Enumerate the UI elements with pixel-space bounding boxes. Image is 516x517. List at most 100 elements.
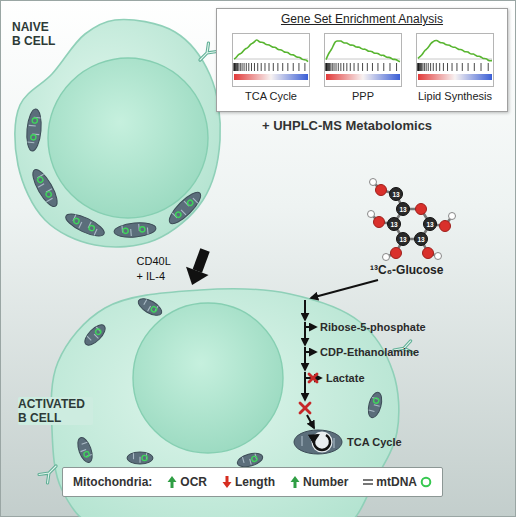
mitochondrion-part: [45, 191, 52, 198]
mitochondrion-part: [139, 457, 140, 463]
enrichment-plot-figure-part: [418, 63, 419, 71]
enrichment-plot: Lipid Synthesis: [411, 33, 499, 103]
hydrogen-atoms-part: [449, 213, 456, 220]
mitochondrion-part: [369, 410, 375, 412]
b-cell: NAIVE B CELL: [10, 18, 222, 250]
cell-name: NAIVE B CELL: [12, 20, 59, 48]
isotope-label: 13: [414, 235, 428, 244]
legend-entry: OCR: [167, 475, 207, 489]
mitochondrion-part: [123, 228, 129, 234]
mitochondrion: [165, 188, 205, 228]
enrichment-plot-figure-part: [447, 63, 448, 71]
enrichment-plot-figure-part: [340, 63, 341, 71]
gene-set-name: PPP: [319, 90, 407, 103]
enrichment-plot: TCA Cycle: [227, 33, 315, 103]
receptor-symbol-part: [196, 43, 217, 64]
enrichment-plot-figure-part: [418, 74, 492, 80]
enrichment-plot-figure-part: [420, 63, 421, 71]
mitochondrion: [75, 436, 95, 465]
enrichment-plot-figure-part: [418, 63, 419, 71]
pathway-arrows-part: [304, 300, 306, 320]
oxygen-atoms-part: [423, 248, 434, 259]
enrichment-plot-figure: [324, 33, 402, 87]
enrichment-plot-figure-part: [358, 63, 359, 71]
mitochondrion-part: [251, 456, 257, 462]
enrichment-plot-figure-part: [372, 63, 373, 71]
method-note: + UHPLC-MS Metabolomics: [262, 118, 432, 134]
tca-mitochondrion-part: [312, 432, 333, 453]
mtdna-symbol: [420, 476, 432, 488]
mitochondrion-part: [46, 198, 52, 202]
mitochondrion: [28, 166, 61, 209]
enrichment-plot-figure-part: [332, 63, 333, 71]
legend-entry: Number: [290, 475, 348, 489]
increase-arrow-part: [291, 476, 300, 488]
mitochondrion-part: [82, 442, 88, 444]
enrichment-plot-figure-part: [234, 63, 235, 71]
mitochondrion-part: [374, 405, 380, 407]
enrichment-plot-figure-part: [336, 63, 337, 71]
legend-entry: Length: [222, 475, 275, 489]
activation-arrow-part: [186, 267, 209, 285]
enrichment-plot-figure-part: [327, 63, 328, 71]
enrichment-plot-figure-part: [367, 63, 368, 71]
enrichment-plot-figure-part: [304, 63, 305, 71]
mitochondrion-part: [187, 199, 194, 206]
increase-arrow-part: [168, 476, 177, 488]
enrichment-plot-figure-part: [433, 63, 434, 71]
enrichment-plot-figure-part: [481, 63, 482, 71]
enrichment-plot-figure-part: [417, 34, 494, 87]
mitochondrion-part: [82, 322, 109, 349]
enrichment-plot-figure-part: [234, 63, 235, 71]
enrichment-plot-figure-part: [287, 63, 288, 71]
enrichment-plot-figure-part: [234, 40, 308, 62]
nucleus: [133, 303, 283, 453]
enrichment-plot-figure-part: [488, 63, 489, 71]
oxygen-atoms: [374, 185, 451, 259]
oxygen-atoms-part: [376, 185, 387, 196]
enrichment-plot-figure-part: [277, 63, 278, 71]
enrichment-plot-figure-part: [424, 63, 425, 71]
carbon-atoms-part: [390, 188, 403, 201]
mitochondrion-part: [147, 228, 149, 235]
mitochondrion-part: [250, 459, 252, 465]
enrichment-plot-figure: [416, 33, 494, 87]
hydrogen-atoms-part: [383, 254, 390, 261]
enrichment-plot-figure-part: [430, 63, 431, 71]
mitochondrion-part: [63, 210, 107, 240]
analysis-panel: Gene Set Enrichment AnalysisTCA CyclePPP…: [216, 8, 508, 112]
mitochondrion-part: [37, 176, 44, 183]
enrichment-plot-figure-part: [293, 63, 294, 71]
enrichment-plot-figure-part: [234, 63, 235, 71]
enrichment-plot-figure-part: [456, 63, 457, 71]
receptor-symbol-part: [39, 462, 60, 483]
enrichment-plot-figure-part: [419, 63, 420, 71]
metabolite-label: Lactate: [326, 371, 365, 385]
activation-arrow-part: [197, 250, 205, 271]
mitochondrion-part: [95, 328, 102, 335]
enrichment-plot-figure-part: [326, 74, 400, 80]
enrichment-plot-figure-part: [251, 63, 252, 71]
enrichment-plot-figure-part: [236, 63, 237, 71]
mitochondrion: [82, 322, 109, 349]
enrichment-plot-figure-part: [234, 74, 308, 80]
enrichment-plot-figure-part: [242, 63, 243, 71]
enrichment-plot-figure-part: [452, 63, 453, 71]
enrichment-plot-figure-part: [436, 63, 437, 71]
cell-name: ACTIVATED B CELL: [18, 397, 93, 425]
enrichment-plot-figure-part: [235, 63, 236, 71]
enrichment-plot-figure-part: [248, 63, 249, 71]
legend-bar: Mitochondria:OCRLengthNumbermtDNA: [62, 467, 443, 497]
enrichment-plot-figure-part: [419, 63, 420, 71]
decrease-arrow: [222, 475, 232, 489]
enrichment-plot-figure-part: [338, 63, 339, 71]
enrichment-plot-figure-part: [354, 63, 355, 71]
mitochondrion-part: [75, 436, 95, 465]
mitochondrion: [63, 210, 107, 240]
metabolite-label: Ribose-5-phosphate: [320, 320, 426, 334]
enrichment-plot-figure-part: [269, 63, 270, 71]
receptor-symbol: [196, 43, 217, 64]
carbon-atoms-part: [388, 218, 401, 231]
enrichment-plot-figure-part: [350, 63, 351, 71]
